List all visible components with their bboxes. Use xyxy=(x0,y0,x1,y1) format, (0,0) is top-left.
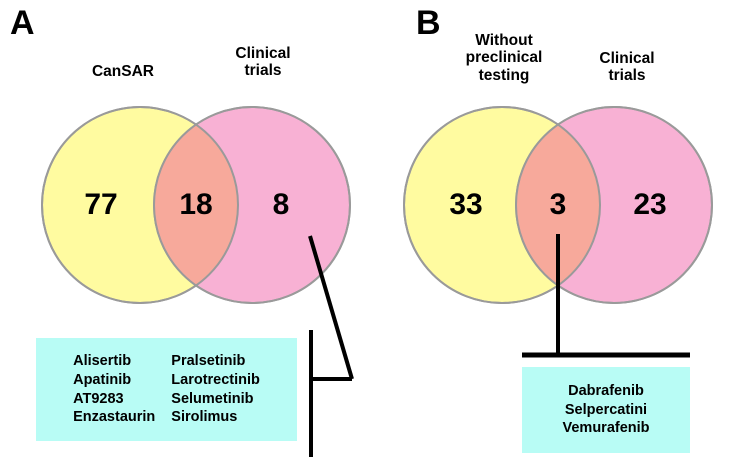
panel-b-count-left-only: 33 xyxy=(449,188,483,221)
panel-a-count-overlap: 18 xyxy=(179,188,213,221)
panel-b-left-set-label: Without preclinical testing xyxy=(465,32,543,84)
panel-b-drug-box: Dabrafenib Selpercatini Vemurafenib xyxy=(522,367,690,453)
panel-b-venn-graphic xyxy=(403,106,713,358)
panel-b-right-set-label: Clinical trials xyxy=(599,50,655,85)
drug-name: AT9283 xyxy=(73,390,124,407)
drug-name: Larotrectinib xyxy=(171,371,260,388)
panel-b-count-overlap: 3 xyxy=(549,188,567,221)
panel-b: B Without preclinical testing Clinical t… xyxy=(378,0,756,466)
panel-b-count-right-only: 23 xyxy=(633,188,667,221)
drug-name: Vemurafenib xyxy=(562,420,650,437)
drug-name: Sirolimus xyxy=(171,409,238,426)
panel-a-connector-line xyxy=(308,235,354,380)
drug-name: Dabrafenib xyxy=(568,383,644,400)
panel-a-count-left-only: 77 xyxy=(84,188,118,221)
panel-b-circle-right-outline xyxy=(515,106,713,304)
panel-a-letter: A xyxy=(10,4,35,42)
panel-a-circle-left-outline xyxy=(41,106,239,304)
panel-a-left-set-label: CanSAR xyxy=(91,63,154,80)
panel-a-drug-column-1: Alisertib Apatinib AT9283 Enzastaurin xyxy=(73,352,155,426)
drug-name: Selumetinib xyxy=(171,390,254,407)
drug-name: Enzastaurin xyxy=(73,409,156,426)
panel-a-overlap-region xyxy=(154,107,238,303)
panel-b-letter: B xyxy=(416,4,441,42)
drug-name: Alisertib xyxy=(73,353,132,370)
drug-name: Selpercatini xyxy=(564,401,648,418)
drug-name: Pralsetinib xyxy=(171,353,246,370)
panel-a-count-right-only: 8 xyxy=(272,188,290,221)
panel-a-drug-column-2: Pralsetinib Larotrectinib Selumetinib Si… xyxy=(171,352,260,426)
drug-name: Apatinib xyxy=(73,371,132,388)
panel-a: A CanSAR Clinical trials 77 18 8 xyxy=(10,4,354,457)
panel-a-right-set-label: Clinical trials xyxy=(235,45,291,80)
panel-b-drug-column-1: Dabrafenib Selpercatini Vemurafenib xyxy=(562,382,649,438)
panel-a-circle-right-outline xyxy=(153,106,351,304)
panel-b-overlap-region xyxy=(516,107,600,303)
panel-a-venn-graphic xyxy=(41,106,354,457)
panel-b-circle-left-outline xyxy=(403,106,601,304)
panel-a-drug-box: Alisertib Apatinib AT9283 Enzastaurin Pr… xyxy=(36,338,297,441)
